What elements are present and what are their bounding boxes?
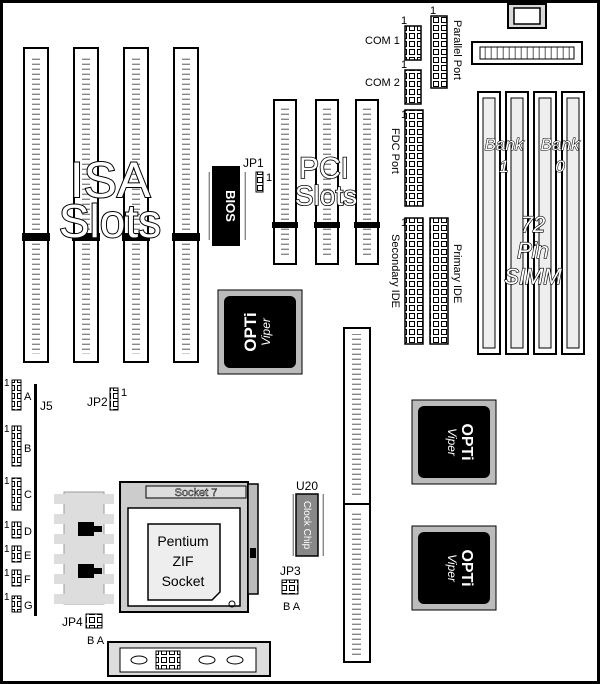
simm-label-line1: 72 (521, 212, 545, 237)
cpu-socket-label-line1: Pentium (157, 533, 208, 549)
isa-label-line1: ISA (70, 152, 151, 208)
isa-slot-3 (122, 47, 150, 363)
pci-label-line1: PCI (299, 152, 349, 185)
simm-socket-2 (505, 91, 529, 355)
parallel-port-header: 1 Parallel Port (430, 5, 463, 89)
u20-label: U20 (296, 479, 318, 493)
jumper-jp2: JP2 1 (87, 387, 127, 411)
jp4-ba-label: B A (87, 635, 105, 647)
clock-chip-label: Clock Chip (301, 501, 312, 550)
pci-slot-1 (272, 99, 298, 265)
jp3-ba-label: B A (283, 601, 301, 613)
bank0-label-line1: Bank (541, 135, 581, 154)
parallel-port-label: Parallel Port (451, 20, 463, 80)
com1-label: COM 1 (365, 35, 400, 47)
pci-label-line2: Slots (295, 180, 357, 211)
secondary-ide-header: 1 Secondary IDE (389, 217, 424, 345)
power-connector (471, 41, 583, 65)
secondary-ide-label: Secondary IDE (389, 234, 401, 308)
opti-viper-chip-1: OPTi Viper (217, 289, 303, 375)
clock-chip-u20: U20 Clock Chip (290, 479, 324, 557)
secondary-ide-pin1-label: 1 (401, 217, 407, 229)
keyboard-connector (507, 3, 547, 29)
j5-c-pin1: 1 (4, 476, 10, 487)
vertical-expansion-slot (343, 327, 371, 663)
j5-b-label: B (24, 443, 31, 455)
j5-a-label: A (24, 391, 32, 403)
j5-e-label: E (24, 550, 31, 562)
jp4-label: JP4 (62, 615, 83, 629)
com2-label: COM 2 (365, 77, 400, 89)
j5-e-pin1: 1 (4, 544, 10, 555)
simm-socket-1 (477, 91, 501, 355)
simm-socket-4 (561, 91, 585, 355)
jp1-label: JP1 (243, 156, 264, 170)
j5-f-pin1: 1 (4, 568, 10, 579)
bottom-io-connector (107, 641, 271, 677)
viper-label-3: Viper (445, 554, 459, 583)
viper-label-2: Viper (445, 428, 459, 457)
pci-slots: PCI Slots (272, 99, 380, 265)
isa-label-line2: Slots (59, 195, 161, 247)
isa-slots: ISA Slots (22, 47, 200, 363)
bank0-label-line2: 0 (555, 157, 565, 176)
jumper-jp1: JP1 1 (243, 156, 272, 193)
jp3-label: JP3 (280, 564, 301, 578)
cpu-socket-label-line3: Socket (162, 573, 205, 589)
primary-ide-header: Primary IDE (429, 217, 463, 345)
fdc-port-label: FDC Port (389, 128, 401, 174)
opti-label-1: OPTi (241, 312, 260, 351)
front-panel-header-j5: J5 1 A 1 B 1 C 1 D 1 E 1 F 1 G (4, 378, 53, 616)
com1-pin1-label: 1 (401, 15, 407, 27)
simm-socket-3 (533, 91, 557, 355)
cpu-socket-7: Socket 7 Pentium ZIF Socket (119, 481, 259, 613)
fdc-header: 1 FDC Port (389, 109, 424, 207)
pci-slot-2 (314, 99, 340, 265)
opti-label-3: OPTi (458, 549, 475, 586)
com2-pin1-label: 1 (401, 59, 407, 71)
opti-viper-chip-3: OPTi Viper (411, 525, 497, 611)
opti-viper-chip-2: OPTi Viper (411, 399, 497, 485)
isa-slot-1 (22, 47, 50, 363)
simm-label-line3: SIMM (504, 264, 562, 289)
bank1-label-line2: 1 (499, 157, 508, 176)
pci-slot-3 (354, 99, 380, 265)
parallel-pin1-label: 1 (430, 5, 436, 17)
com1-header: COM 1 1 (365, 15, 422, 61)
bios-label: BIOS (223, 190, 238, 222)
j5-label: J5 (40, 399, 53, 413)
fdc-pin1-label: 1 (401, 109, 407, 121)
primary-ide-label: Primary IDE (451, 244, 463, 303)
socket7-label: Socket 7 (175, 487, 218, 499)
bios-chip: BIOS (206, 166, 246, 246)
isa-slot-2 (72, 47, 100, 363)
j5-g-label: G (24, 600, 33, 612)
j5-c-label: C (24, 489, 32, 501)
simm-label-line2: Pin (517, 238, 549, 263)
jp1-pin1-label: 1 (266, 172, 272, 184)
j5-b-pin1: 1 (4, 424, 10, 435)
jp2-pin1-label: 1 (121, 387, 127, 399)
bank1-label-line1: Bank (485, 135, 525, 154)
jumper-jp3: JP3 B A (280, 564, 301, 613)
voltage-regulator-heatsink (54, 491, 114, 605)
com2-header: COM 2 1 (365, 59, 422, 105)
j5-g-pin1: 1 (4, 592, 10, 603)
isa-slot-4 (172, 47, 200, 363)
cpu-socket-label-line2: ZIF (173, 553, 194, 569)
j5-f-label: F (24, 574, 31, 586)
opti-label-2: OPTi (458, 423, 475, 460)
viper-label-1: Viper (259, 317, 273, 346)
jp2-label: JP2 (87, 395, 108, 409)
j5-a-pin1: 1 (4, 378, 10, 389)
j5-d-label: D (24, 526, 32, 538)
simm-sockets: Bank 1 Bank 0 72 Pin SIMM (477, 91, 585, 355)
jumper-jp4: JP4 B A (62, 613, 105, 647)
j5-d-pin1: 1 (4, 520, 10, 531)
